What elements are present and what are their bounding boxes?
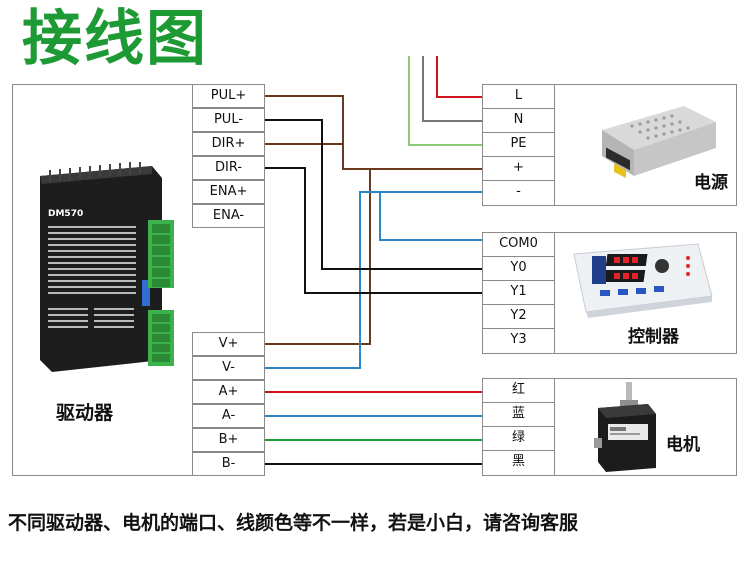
wire-v-plus (265, 169, 371, 345)
terminal-v-minus: V- (192, 356, 265, 380)
terminal-v-plus: V+ (192, 332, 265, 356)
power-supply-image (602, 106, 716, 179)
terminal-b-minus: B- (192, 452, 265, 476)
wire-pe (408, 56, 482, 146)
controller-terminals: COM0 Y0 Y1 Y2 Y3 (482, 232, 555, 354)
terminal-pe: PE (482, 132, 555, 157)
terminal-ena-plus: ENA+ (192, 180, 265, 204)
motor-terminals: 红 蓝 绿 黑 (482, 378, 555, 476)
terminal-y3: Y3 (482, 328, 555, 354)
terminal-a-minus: A- (192, 404, 265, 428)
driver-image: DM570 (40, 162, 174, 372)
terminal-a-plus: A+ (192, 380, 265, 404)
terminal-power-minus: - (482, 180, 555, 206)
driver-power-motor-terminals: V+ V- A+ A- B+ B- (192, 332, 265, 476)
wire-n (422, 56, 482, 122)
wire-com0 (379, 192, 482, 241)
driver-model-label: DM570 (48, 209, 83, 219)
motor-caption: 电机 (666, 435, 700, 455)
terminal-ena-minus: ENA- (192, 204, 265, 228)
power-terminals: L N PE + - (482, 84, 555, 206)
power-caption: 电源 (694, 173, 728, 193)
controller-image (573, 243, 713, 318)
driver-signal-terminals: PUL+ PUL- DIR+ DIR- ENA+ ENA- (192, 84, 265, 228)
terminal-b-plus: B+ (192, 428, 265, 452)
wire-pul-minus (265, 119, 482, 270)
wire-pul-plus (265, 95, 482, 170)
terminal-dir-plus: DIR+ (192, 132, 265, 156)
motor-image (594, 382, 656, 472)
terminal-blue: 蓝 (482, 402, 555, 427)
terminal-pul-minus: PUL- (192, 108, 265, 132)
terminal-y1: Y1 (482, 280, 555, 305)
footer-note: 不同驱动器、电机的端口、线颜色等不一样，若是小白，请咨询客服 (8, 512, 579, 534)
wire-dir-minus (265, 167, 482, 294)
page-title: 接线图 (22, 4, 208, 74)
wire-l (436, 56, 482, 98)
terminal-dir-minus: DIR- (192, 156, 265, 180)
terminal-com0: COM0 (482, 232, 555, 257)
terminal-power-plus: + (482, 156, 555, 181)
terminal-black: 黑 (482, 450, 555, 476)
terminal-pul-plus: PUL+ (192, 84, 265, 108)
driver-caption: 驱动器 (56, 402, 114, 424)
controller-caption: 控制器 (628, 327, 679, 347)
wire-v-minus (265, 191, 482, 369)
